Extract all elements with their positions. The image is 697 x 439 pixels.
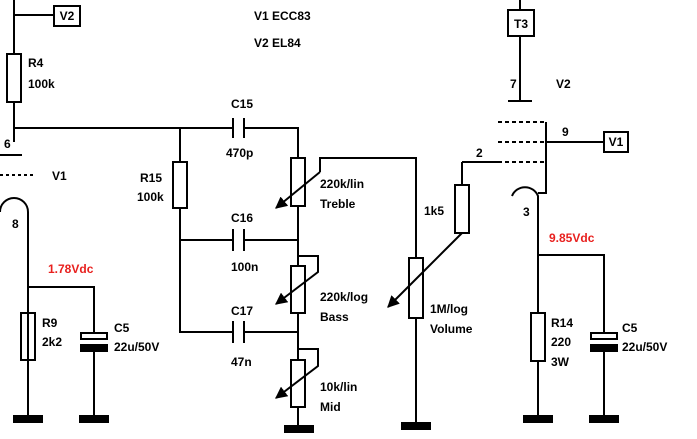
v2-cathode-network: 9.85Vdc R14 220 3W C5 22u/50V bbox=[523, 231, 667, 423]
v2-pin-g1: 2 bbox=[476, 146, 483, 160]
ground-symbol bbox=[401, 422, 431, 430]
ground-symbol bbox=[79, 415, 109, 423]
c16-value: 100n bbox=[231, 260, 258, 274]
bass-wiper-arrow bbox=[275, 255, 319, 305]
c5-right-value: 22u/50V bbox=[622, 340, 667, 354]
v1-cathode-voltage: 1.78Vdc bbox=[48, 262, 94, 276]
mid-pot bbox=[290, 359, 306, 408]
volume-name: Volume bbox=[430, 322, 473, 336]
grid-stopper-value: 1k5 bbox=[424, 204, 444, 218]
v2-g2-supply-label: V1 bbox=[609, 135, 624, 149]
r9-resistor bbox=[20, 312, 36, 361]
r15-ref: R15 bbox=[140, 171, 162, 185]
mid-value: 10k/lin bbox=[320, 380, 357, 394]
r14-resistor bbox=[530, 312, 546, 362]
r9-value: 2k2 bbox=[42, 335, 62, 349]
c17-ref: C17 bbox=[231, 304, 253, 318]
ground-symbol bbox=[284, 425, 314, 433]
c17-value: 47n bbox=[231, 355, 252, 369]
v2-supply-box bbox=[53, 5, 81, 27]
bass-pot bbox=[290, 265, 306, 314]
v1-tube-label: V1 bbox=[52, 169, 67, 183]
c5-left-value: 22u/50V bbox=[114, 340, 159, 354]
volume-pot bbox=[408, 257, 424, 319]
tube-v1-type: V1 ECC83 bbox=[254, 9, 311, 23]
r14-power: 3W bbox=[551, 355, 570, 369]
volume-value: 1M/log bbox=[430, 302, 468, 316]
r15-resistor bbox=[172, 161, 188, 209]
v2-tube-section: 2 T3 7 V2 V1 9 3 bbox=[462, 0, 629, 255]
v2-cathode-voltage: 9.85Vdc bbox=[549, 231, 595, 245]
treble-value: 220k/lin bbox=[320, 177, 364, 191]
v2-pin-anode: 7 bbox=[510, 77, 517, 91]
tube-v2-type: V2 EL84 bbox=[254, 36, 301, 50]
c16-ref: C16 bbox=[231, 211, 253, 225]
treble-name: Treble bbox=[320, 197, 356, 211]
v2-pin-cathode: 3 bbox=[523, 205, 530, 219]
bass-name: Bass bbox=[320, 310, 349, 324]
c15-value: 470p bbox=[226, 146, 253, 160]
v1-pin-cathode: 8 bbox=[12, 217, 19, 231]
v2-pin-g2: 9 bbox=[562, 125, 569, 139]
ground-symbol bbox=[589, 415, 619, 423]
r4-ref: R4 bbox=[28, 56, 44, 70]
r4-value: 100k bbox=[28, 77, 55, 91]
v1-tube-section: 6 V1 8 bbox=[0, 137, 67, 415]
treble-wiper-arrow bbox=[275, 171, 321, 209]
bass-value: 220k/log bbox=[320, 290, 368, 304]
mid-wiper-arrow bbox=[275, 348, 319, 399]
c15-ref: C15 bbox=[231, 97, 253, 111]
c5-left-ref: C5 bbox=[114, 321, 130, 335]
v2-cathode bbox=[511, 186, 539, 255]
ground-symbol bbox=[13, 415, 43, 423]
r9-ref: R9 bbox=[42, 316, 58, 330]
v2-tube-label: V2 bbox=[556, 77, 571, 91]
v1-plate-supply: V2 R4 100k bbox=[6, 0, 81, 142]
r4-resistor bbox=[6, 53, 22, 103]
t3-label: T3 bbox=[514, 17, 528, 31]
v1-cathode-network: 1.78Vdc R9 2k2 C5 22u/50V bbox=[13, 262, 159, 423]
v2-supply-label: V2 bbox=[60, 9, 75, 23]
r14-value: 220 bbox=[551, 335, 571, 349]
c5-right-plate-top bbox=[590, 332, 618, 340]
c5-right-plate-bottom bbox=[590, 344, 618, 352]
v1-cathode-wire bbox=[0, 197, 29, 415]
r15-value: 100k bbox=[137, 190, 164, 204]
c5-right-ref: C5 bbox=[622, 321, 638, 335]
c5-left-plate-bottom bbox=[80, 344, 108, 352]
treble-pot bbox=[290, 157, 306, 207]
tone-stack: C15 470p R15 100k 220k/lin Treble C16 10… bbox=[14, 97, 473, 433]
r14-ref: R14 bbox=[551, 316, 573, 330]
mid-name: Mid bbox=[320, 400, 341, 414]
v1-supply-box bbox=[603, 131, 629, 153]
v1-pin-anode: 6 bbox=[4, 137, 11, 151]
grid-stopper-resistor bbox=[454, 184, 470, 234]
c5-left-plate-top bbox=[80, 332, 108, 340]
volume-wiper-arrow bbox=[387, 232, 463, 308]
ground-symbol bbox=[523, 415, 553, 423]
